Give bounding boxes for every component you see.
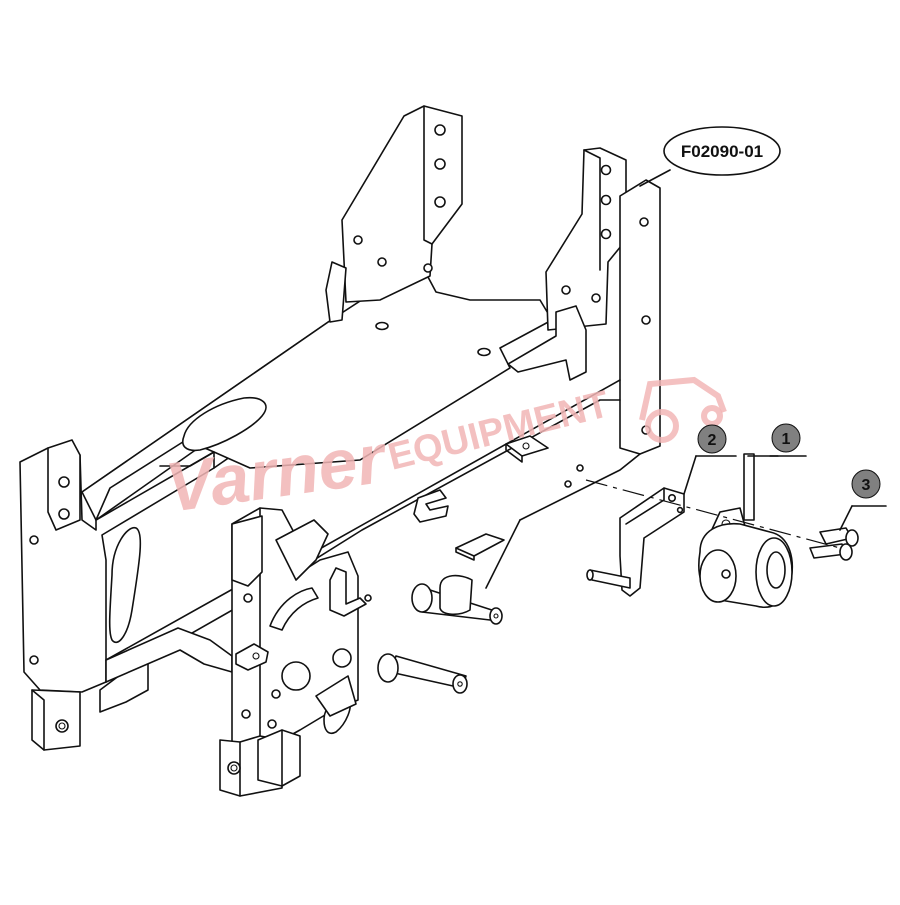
top-deck bbox=[81, 261, 553, 521]
mounting-frame bbox=[19, 105, 661, 797]
spring-clip bbox=[413, 489, 449, 523]
watermark-tractor-icon bbox=[639, 376, 727, 421]
flat-shim-plate bbox=[455, 533, 505, 557]
loose-parts bbox=[377, 435, 859, 694]
front-plate-arc-slot bbox=[269, 587, 319, 631]
callout-3: 3 bbox=[839, 469, 887, 531]
part-3-bolts bbox=[809, 527, 859, 561]
front-top-tab bbox=[231, 515, 263, 587]
front-nut-tab bbox=[235, 643, 269, 671]
left-foot bbox=[31, 689, 81, 751]
hinge-pin-lower bbox=[377, 653, 468, 694]
rear-left-upright bbox=[341, 105, 463, 303]
callout-3-number: 3 bbox=[862, 477, 871, 494]
callout-2-number: 2 bbox=[708, 432, 717, 449]
front-rear-notch bbox=[315, 675, 357, 717]
square-nut-plate bbox=[505, 435, 549, 457]
callout-1-number: 1 bbox=[782, 431, 791, 448]
callout-2: 2 bbox=[683, 424, 737, 495]
rear-left-gusset bbox=[325, 261, 347, 323]
rear-right-gusset bbox=[507, 305, 587, 381]
bottom-cross-channel bbox=[105, 627, 233, 683]
part-code-text: F02090-01 bbox=[681, 142, 763, 161]
front-clip-bracket bbox=[329, 567, 367, 617]
front-foot-block bbox=[257, 729, 301, 787]
left-plate-slot bbox=[108, 527, 142, 644]
deck-slot bbox=[182, 396, 267, 452]
front-hinge-bracket bbox=[275, 519, 329, 581]
rear-right-upright bbox=[545, 147, 627, 331]
hinge-pin-upper bbox=[411, 574, 503, 625]
callout-1: 1 bbox=[747, 423, 807, 457]
part-1-roller bbox=[698, 453, 793, 608]
part-code-label: F02090-01 bbox=[639, 126, 781, 187]
part-2-bracket bbox=[586, 487, 685, 597]
assembly-centerline bbox=[585, 479, 841, 549]
lower-rail bbox=[105, 399, 621, 683]
